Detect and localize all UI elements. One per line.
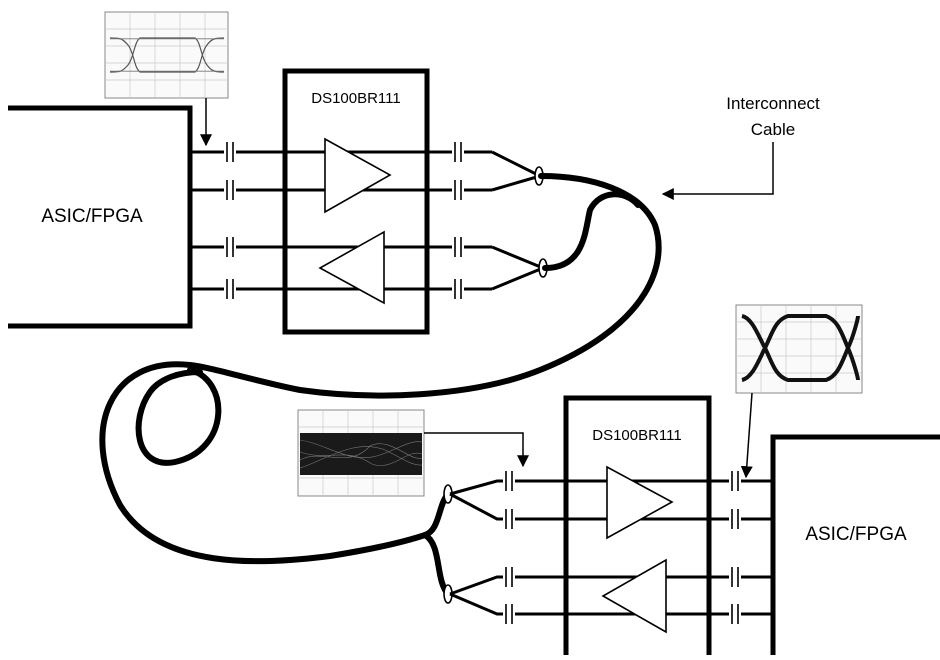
top-channel-wires	[190, 150, 544, 291]
bottom-capacitors	[503, 470, 741, 626]
bottom-buffer-forward-icon	[606, 465, 674, 540]
probe-arrow-right	[740, 392, 753, 479]
cable-label-line1: Interconnect	[726, 94, 820, 113]
asic-right-block: ASIC/FPGA	[770, 434, 940, 660]
redriver-top-label: DS100BR111	[311, 90, 401, 107]
cable-label-line2: Cable	[751, 120, 795, 139]
eye-diagram-right-icon	[735, 304, 863, 394]
redriver-bottom-block: DS100BR111	[563, 395, 712, 660]
bottom-buffer-reverse-icon	[601, 558, 667, 634]
eye-diagram-top-icon	[104, 11, 229, 99]
top-buffer-forward-icon	[324, 137, 392, 214]
redriver-top-block: DS100BR111	[282, 68, 430, 335]
top-buffer-reverse-icon	[318, 230, 385, 305]
top-capacitors	[224, 140, 464, 300]
asic-left-label: ASIC/FPGA	[41, 206, 143, 227]
asic-left-block: ASIC/FPGA	[8, 105, 193, 329]
redriver-bottom-label: DS100BR111	[592, 427, 682, 444]
probe-arrow-middle	[424, 432, 529, 468]
asic-right-label: ASIC/FPGA	[805, 524, 907, 545]
bottom-channel-wires	[449, 479, 773, 616]
cable-callout-arrow	[661, 142, 774, 200]
eye-diagram-middle-icon	[297, 409, 425, 497]
